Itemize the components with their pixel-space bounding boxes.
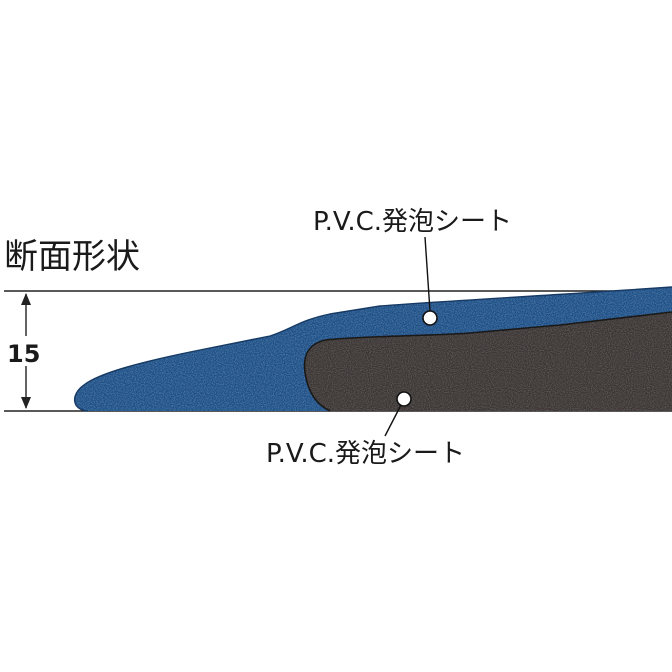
lower-callout-leader (384, 391, 412, 437)
blue-foam-outline (74, 286, 672, 412)
layer-boundary-line (303, 311, 672, 412)
height-dimension-value: 15 (7, 340, 40, 368)
upper-callout-leader (422, 236, 438, 326)
lower-layer-label: P.V.C.発泡シート (266, 439, 465, 469)
blue-foam-layer (74, 287, 672, 411)
section-title: 断面形状 (4, 237, 140, 277)
upper-layer-label: P.V.C.発泡シート (313, 207, 512, 237)
